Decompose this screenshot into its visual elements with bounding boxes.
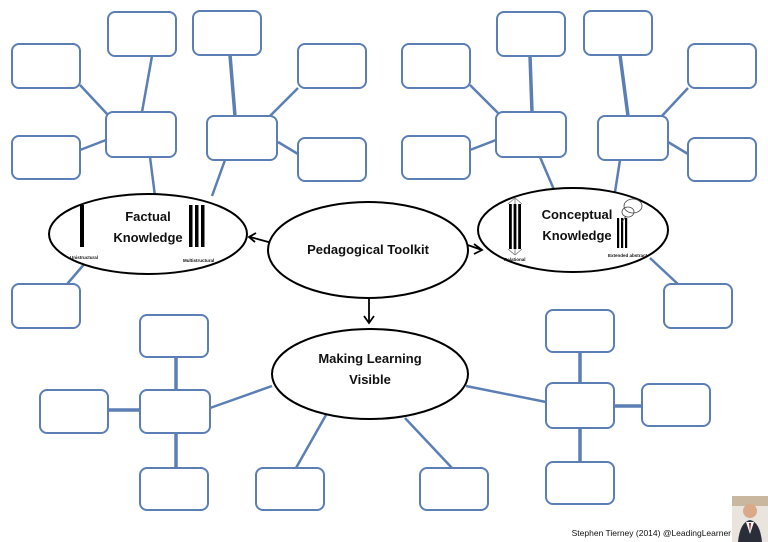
factual-leaf-box-upper-left [11, 43, 81, 89]
factual-leaf-box-bottom [11, 283, 81, 329]
factual-hub-box-right [206, 115, 278, 161]
visible-leaf-box-bottom-center-right [419, 467, 489, 511]
conceptual-leaf-box-lower-right [687, 137, 757, 182]
factual-bar-icons [80, 205, 205, 247]
conceptual-bar-icons [507, 197, 643, 256]
visible-node-label-line2: Visible [349, 372, 391, 387]
conceptual-leaf-box-top-right [583, 10, 653, 56]
factual-leaf-box-upper-right [297, 43, 367, 89]
visible-hub-box-right [545, 382, 615, 429]
factual-leaf-box-top [107, 11, 177, 57]
visible-hub-box-left [139, 389, 211, 434]
conceptual-leaf-box-top [496, 11, 566, 57]
conceptual-hub-box-right [597, 115, 669, 161]
factual-leaf-box-top-right [192, 10, 262, 56]
visible-leaf-box-bottom-right [545, 461, 615, 505]
factual-leaf-box-lower-right [297, 137, 367, 182]
visible-leaf-box-bottom-left [139, 467, 209, 511]
factual-node-label-line2: Knowledge [113, 230, 182, 245]
conceptual-leaf-box-upper-left [401, 43, 471, 89]
visible-node-ellipse [271, 328, 469, 420]
conceptual-node-ellipse [477, 187, 669, 273]
credit-text: Stephen Tierney (2014) @LeadingLearner [572, 528, 732, 538]
factual-branch-connectors [61, 54, 299, 291]
conceptual-leaf-box-lower-left [401, 135, 471, 180]
conceptual-leaf-box-upper-right [687, 43, 757, 89]
visible-node-label-line1: Making Learning [318, 351, 421, 366]
visible-leaf-box-far-left [39, 389, 109, 434]
visible-leaf-box-bottom-center-left [255, 467, 325, 511]
conceptual-node-label-line2: Knowledge [542, 228, 611, 243]
center-node-ellipse [267, 201, 469, 299]
center-node-label: Pedagogical Toolkit [307, 242, 430, 257]
conceptual-leaf-box-bottom [663, 283, 733, 329]
factual-node-label-line1: Factual [125, 209, 171, 224]
conceptual-branch-connectors [469, 54, 689, 287]
conceptual-caption-left: Relational [504, 257, 526, 262]
conceptual-node-label-line1: Conceptual [542, 207, 613, 222]
factual-caption-left: Unistructural [70, 255, 98, 260]
visible-leaf-box-top-right [545, 309, 615, 353]
factual-caption-right: Multistructural [183, 258, 214, 263]
conceptual-caption-right: Extended abstract [608, 253, 648, 258]
conceptual-hub-box-left [495, 111, 567, 158]
author-avatar [732, 496, 768, 542]
factual-hub-box-left [105, 111, 177, 158]
visible-branch-connectors [108, 352, 642, 469]
visible-leaf-box-far-right [641, 383, 711, 427]
factual-leaf-box-lower-left [11, 135, 81, 180]
visible-leaf-box-top-left [139, 314, 209, 358]
